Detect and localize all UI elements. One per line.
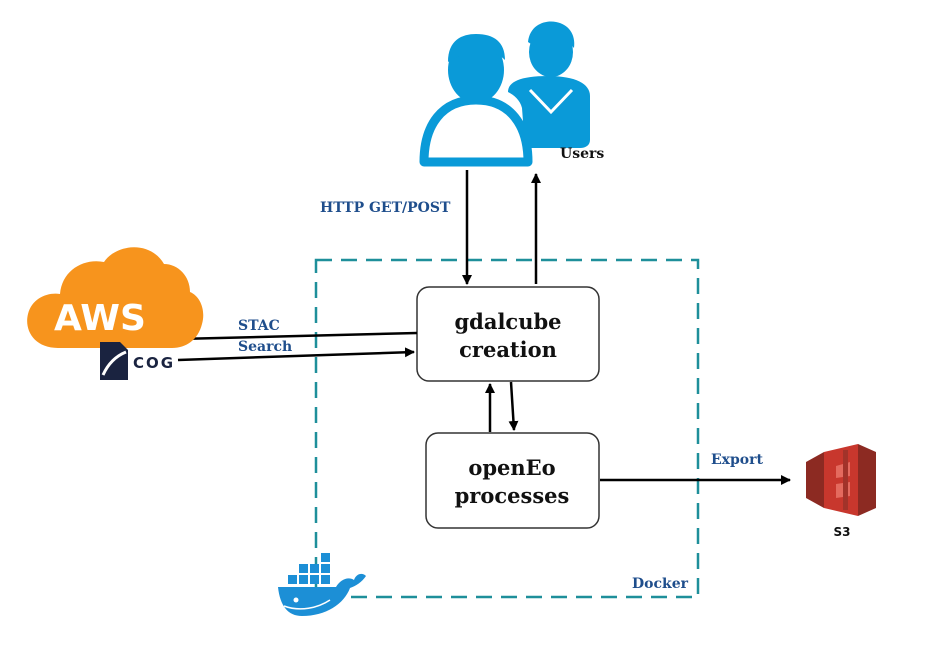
- export-label: Export: [711, 452, 764, 468]
- gdalcube-creation-box: gdalcube creation: [416, 286, 600, 382]
- search-label: Search: [238, 339, 292, 355]
- cog-text: COG: [133, 354, 175, 372]
- docker-label: Docker: [632, 576, 689, 592]
- s3-label: S3: [834, 525, 851, 539]
- aws-cloud-icon: AWS: [27, 247, 204, 348]
- s3-bucket-icon: [806, 444, 876, 516]
- gdalcube-line2: creation: [459, 337, 557, 362]
- cog-logo-icon: COG: [100, 342, 175, 380]
- users-icon: [419, 21, 590, 167]
- aws-text: AWS: [54, 298, 146, 339]
- stac-label: STAC: [238, 318, 280, 334]
- docker-whale-icon: [278, 553, 366, 616]
- docker-container-border: [314, 258, 700, 599]
- arrow-gdalcube-to-aws: [177, 331, 418, 344]
- openeo-line2: processes: [455, 483, 570, 508]
- gdalcube-line1: gdalcube: [454, 309, 561, 334]
- arrow-gdalcube-to-openeo: [508, 381, 519, 431]
- http-label: HTTP GET/POST: [320, 200, 451, 216]
- openeo-line1: openEo: [468, 455, 555, 480]
- openeo-processes-box: openEo processes: [425, 432, 600, 529]
- arrow-aws-to-gdalcube: [177, 347, 415, 362]
- users-label: Users: [560, 146, 604, 162]
